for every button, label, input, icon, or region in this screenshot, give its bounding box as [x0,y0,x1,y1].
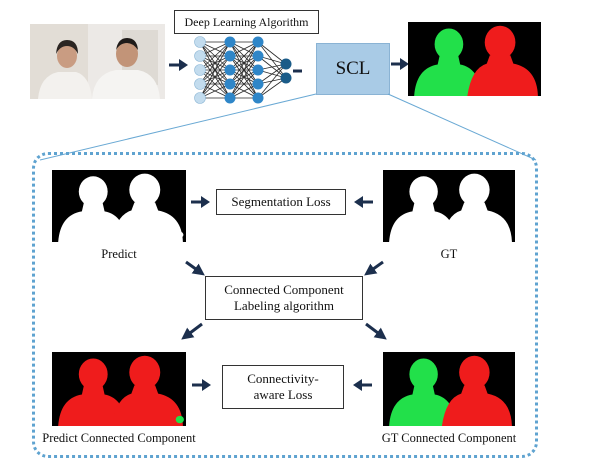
predict-connected-component-caption: Predict Connected Component [42,431,196,445]
input-photo [30,24,165,99]
connected-component-labeling-box: Connected Component Labeling algorithm [205,276,363,320]
connectivity-aware-loss-box: Connectivity- aware Loss [222,365,344,409]
predict-mask [52,170,186,242]
ccl-line2: Labeling algorithm [233,298,334,313]
conn-line1: Connectivity- [247,371,319,386]
neural-network-icon [194,36,302,104]
arrow-photo-to-network [169,59,188,71]
conn-line2: aware Loss [253,387,313,402]
arrow-gt-to-seg-loss [354,196,373,208]
segmentation-loss-box: Segmentation Loss [216,189,346,215]
gt-caption: GT [440,247,458,261]
arrow-predict-cc-to-conn-loss [192,379,211,391]
gt-connected-component-caption: GT Connected Component [381,431,517,445]
predict-component-mask [52,352,186,426]
output-component-mask [408,22,541,96]
ccl-line1: Connected Component [224,282,344,297]
arrow-predict-to-seg-loss [191,196,210,208]
scl-module: SCL [316,43,390,95]
deep-learning-algorithm-label: Deep Learning Algorithm [174,10,319,34]
gt-component-mask [383,352,515,426]
gt-mask [383,170,515,242]
arrow-scl-to-output [391,58,409,70]
scl-detail-panel [32,152,538,458]
arrow-gt-cc-to-conn-loss [353,379,372,391]
predict-caption: Predict [101,247,137,261]
